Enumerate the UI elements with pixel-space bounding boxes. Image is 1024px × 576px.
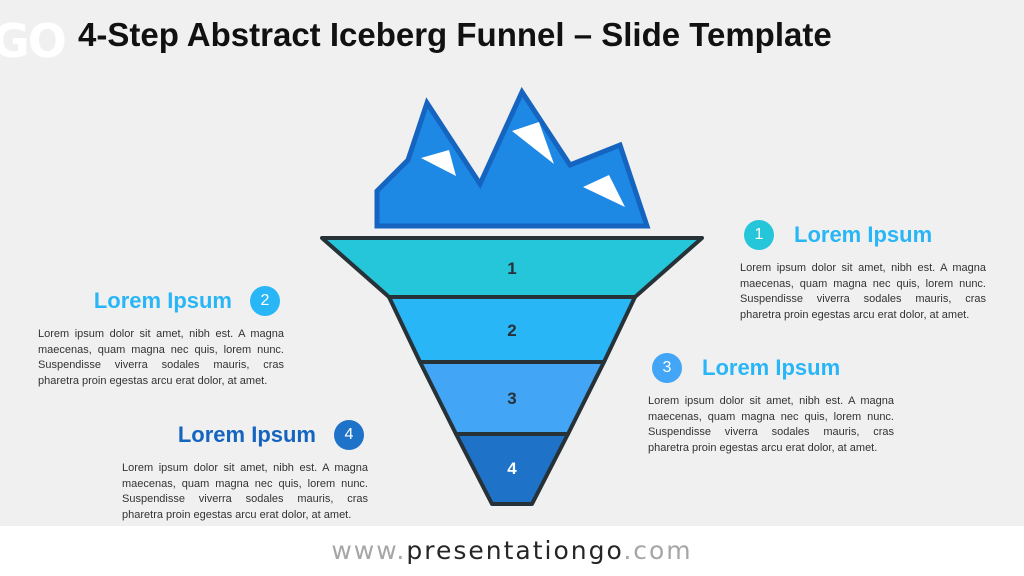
step-3-body: Lorem ipsum dolor sit amet, nibh est. A … [648, 395, 894, 454]
step-4-body: Lorem ipsum dolor sit amet, nibh est. A … [122, 462, 368, 521]
step-3-header: 3 Lorem Ipsum [648, 352, 894, 384]
step-1-body: Lorem ipsum dolor sit amet, nibh est. A … [740, 262, 986, 321]
footer-url-prefix: www. [331, 536, 407, 565]
step-2-body: Lorem ipsum dolor sit amet, nibh est. A … [38, 328, 284, 387]
step-4-info: Lorem Ipsum 4 Lorem ipsum dolor sit amet… [122, 419, 368, 523]
funnel-segment-4 [454, 432, 570, 506]
step-4-badge: 4 [334, 420, 364, 450]
snow-patch-middle [512, 122, 554, 164]
funnel: 1 2 3 4 [320, 236, 704, 506]
step-4-header: Lorem Ipsum 4 [122, 419, 368, 451]
footer-url-suffix: .com [623, 536, 693, 565]
presentationgo-logo: GO [0, 14, 67, 68]
slide-title: 4-Step Abstract Iceberg Funnel – Slide T… [78, 16, 832, 53]
step-2-header: Lorem Ipsum 2 [38, 285, 284, 317]
step-1-heading: Lorem Ipsum [794, 222, 933, 247]
step-1-info: 1 Lorem Ipsum Lorem ipsum dolor sit amet… [740, 219, 986, 323]
funnel-segment-4-number: 4 [507, 459, 517, 478]
step-4-heading: Lorem Ipsum [177, 422, 316, 447]
step-2-badge: 2 [250, 286, 280, 316]
iceberg-peaks [374, 86, 651, 229]
iceberg-tip [374, 86, 651, 229]
step-1-header: 1 Lorem Ipsum [740, 219, 986, 251]
step-2-info: Lorem Ipsum 2 Lorem ipsum dolor sit amet… [38, 285, 284, 389]
step-3-info: 3 Lorem Ipsum Lorem ipsum dolor sit amet… [648, 352, 894, 456]
step-3-heading: Lorem Ipsum [702, 355, 841, 380]
step-2-heading: Lorem Ipsum [93, 288, 232, 313]
snow-patch-left [421, 150, 456, 176]
snow-patch-right [583, 175, 625, 207]
step-1-badge: 1 [744, 220, 774, 250]
funnel-segment-1-number: 1 [507, 259, 516, 278]
step-3-badge: 3 [652, 353, 682, 383]
funnel-segment-3-number: 3 [507, 389, 516, 408]
footer-url-brand: presentationgo [406, 536, 624, 565]
funnel-segment-2-number: 2 [507, 321, 516, 340]
footer-url: www.presentationgo.com [0, 526, 1024, 576]
